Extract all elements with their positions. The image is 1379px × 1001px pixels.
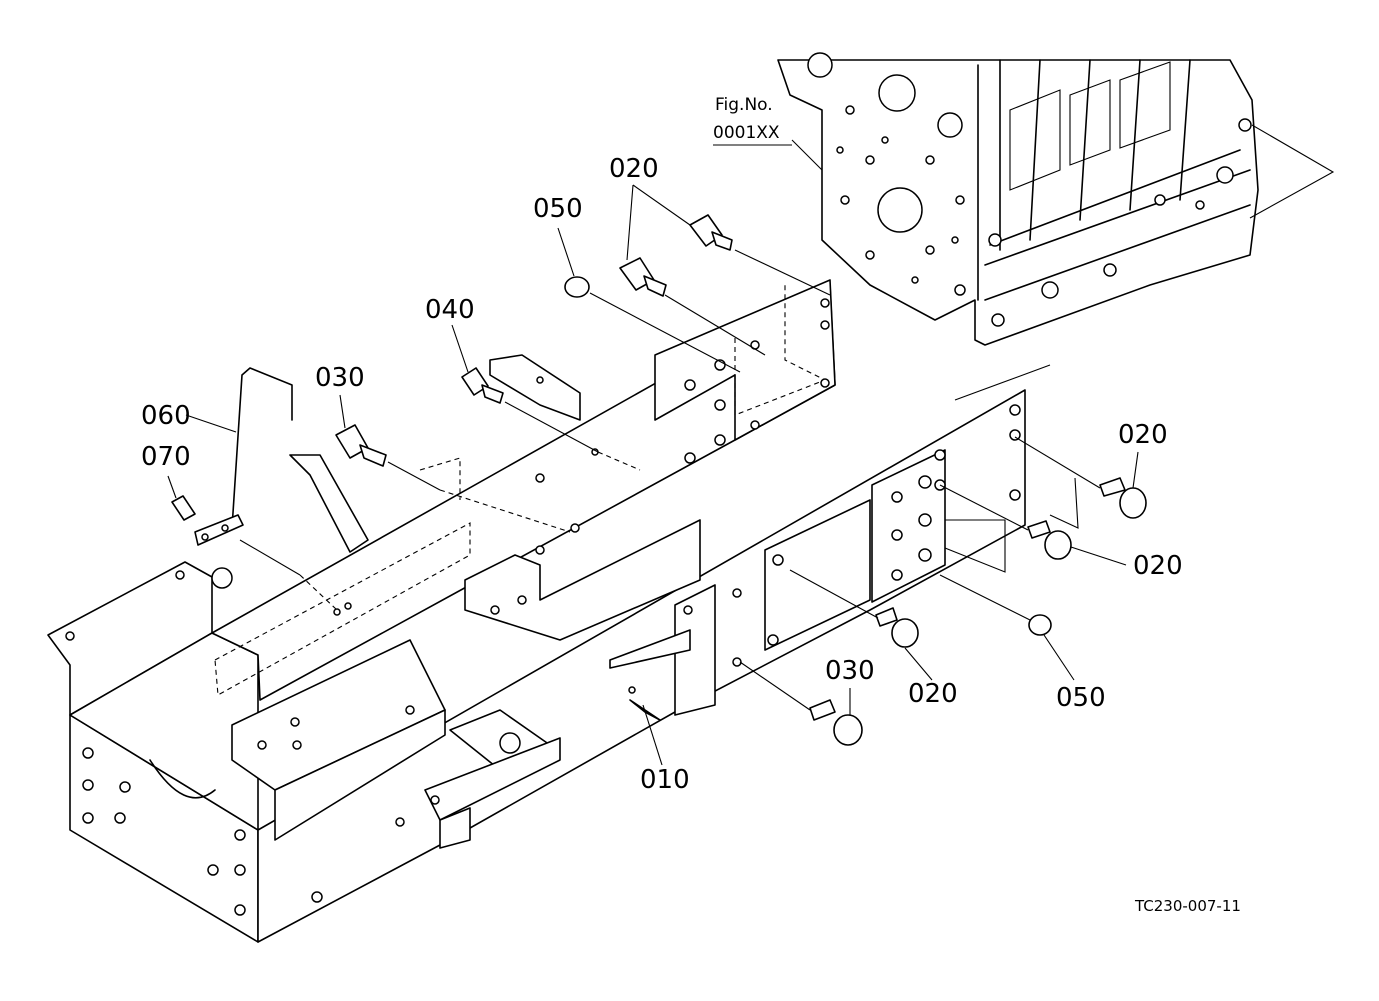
- figure-ref-line1: Fig.No.: [715, 95, 773, 115]
- bolt-040: [461, 367, 504, 404]
- callout-030-top: 030: [315, 363, 365, 393]
- washer-050-lower: [1028, 614, 1052, 636]
- callout-020-top: 020: [609, 154, 659, 184]
- callout-060: 060: [141, 401, 191, 431]
- figure-reference: Fig.No. 0001XX: [713, 95, 792, 146]
- bracket-060: [194, 367, 293, 546]
- callout-020-right-bottom: 020: [908, 679, 958, 709]
- drawing-code: TC230-007-11: [1134, 897, 1241, 915]
- callout-050-bottom: 050: [1056, 683, 1106, 713]
- figure-ref-line2: 0001XX: [713, 123, 780, 143]
- frame-assembly: [47, 279, 1026, 943]
- bolt-020-right-c: [875, 607, 919, 648]
- bolt-020-upper-a: [689, 214, 733, 251]
- callout-070: 070: [141, 442, 191, 472]
- washer-050-upper: [564, 276, 590, 298]
- bolt-070: [171, 495, 196, 521]
- callout-labels: 020 050 040 030 060 070 020 020 020 050 …: [141, 154, 1183, 795]
- bolt-020-right-b: [1027, 520, 1072, 560]
- bolt-030-upper: [335, 424, 387, 467]
- callout-050-top: 050: [533, 194, 583, 224]
- bolt-020-right-a: [1099, 477, 1147, 519]
- callout-030-bottom: 030: [825, 656, 875, 686]
- callout-020-right-top: 020: [1118, 420, 1168, 450]
- engine-block: [777, 52, 1335, 346]
- leader-lines: [167, 139, 1139, 766]
- bolt-030-lower: [809, 699, 863, 746]
- callout-020-right-mid: 020: [1133, 551, 1183, 581]
- callout-010: 010: [640, 765, 690, 795]
- bolt-020-upper-b: [619, 257, 667, 297]
- callout-040: 040: [425, 295, 475, 325]
